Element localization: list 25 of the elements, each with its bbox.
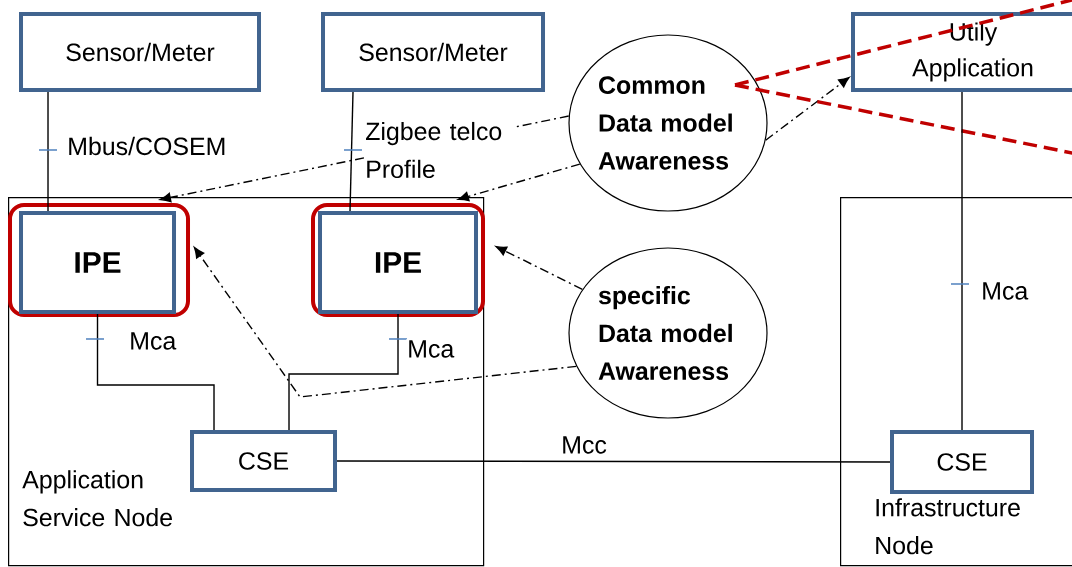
edge-label: Zigbee telco Profile (364, 120, 517, 180)
edge-label: Mca (128, 331, 178, 351)
node-box: IPE (318, 211, 478, 314)
edge-label: Mca (406, 339, 456, 359)
arrow (495, 245, 584, 291)
arrow (457, 163, 581, 202)
node-box: Sensor/Meter (321, 12, 545, 92)
connector-line (336, 460, 891, 463)
connector-line (96, 313, 215, 431)
connector-line (288, 313, 399, 431)
connector-line (961, 91, 963, 431)
node-box: Sensor/Meter (19, 12, 261, 92)
edge-label: Mcc (560, 435, 608, 455)
arrow (765, 76, 850, 141)
node-box: CSE (190, 430, 337, 492)
connector-line (47, 91, 49, 212)
edge-label: Mbus/COSEM (66, 135, 228, 157)
edge-label: Mca (980, 281, 1030, 301)
highlight-frame (311, 203, 485, 317)
connector-line (734, 0, 1072, 87)
connector-line (349, 91, 354, 212)
highlight-frame (8, 203, 190, 317)
node-box: IPE (19, 211, 176, 314)
node-box: CSE (890, 430, 1034, 494)
arrow (193, 246, 577, 398)
